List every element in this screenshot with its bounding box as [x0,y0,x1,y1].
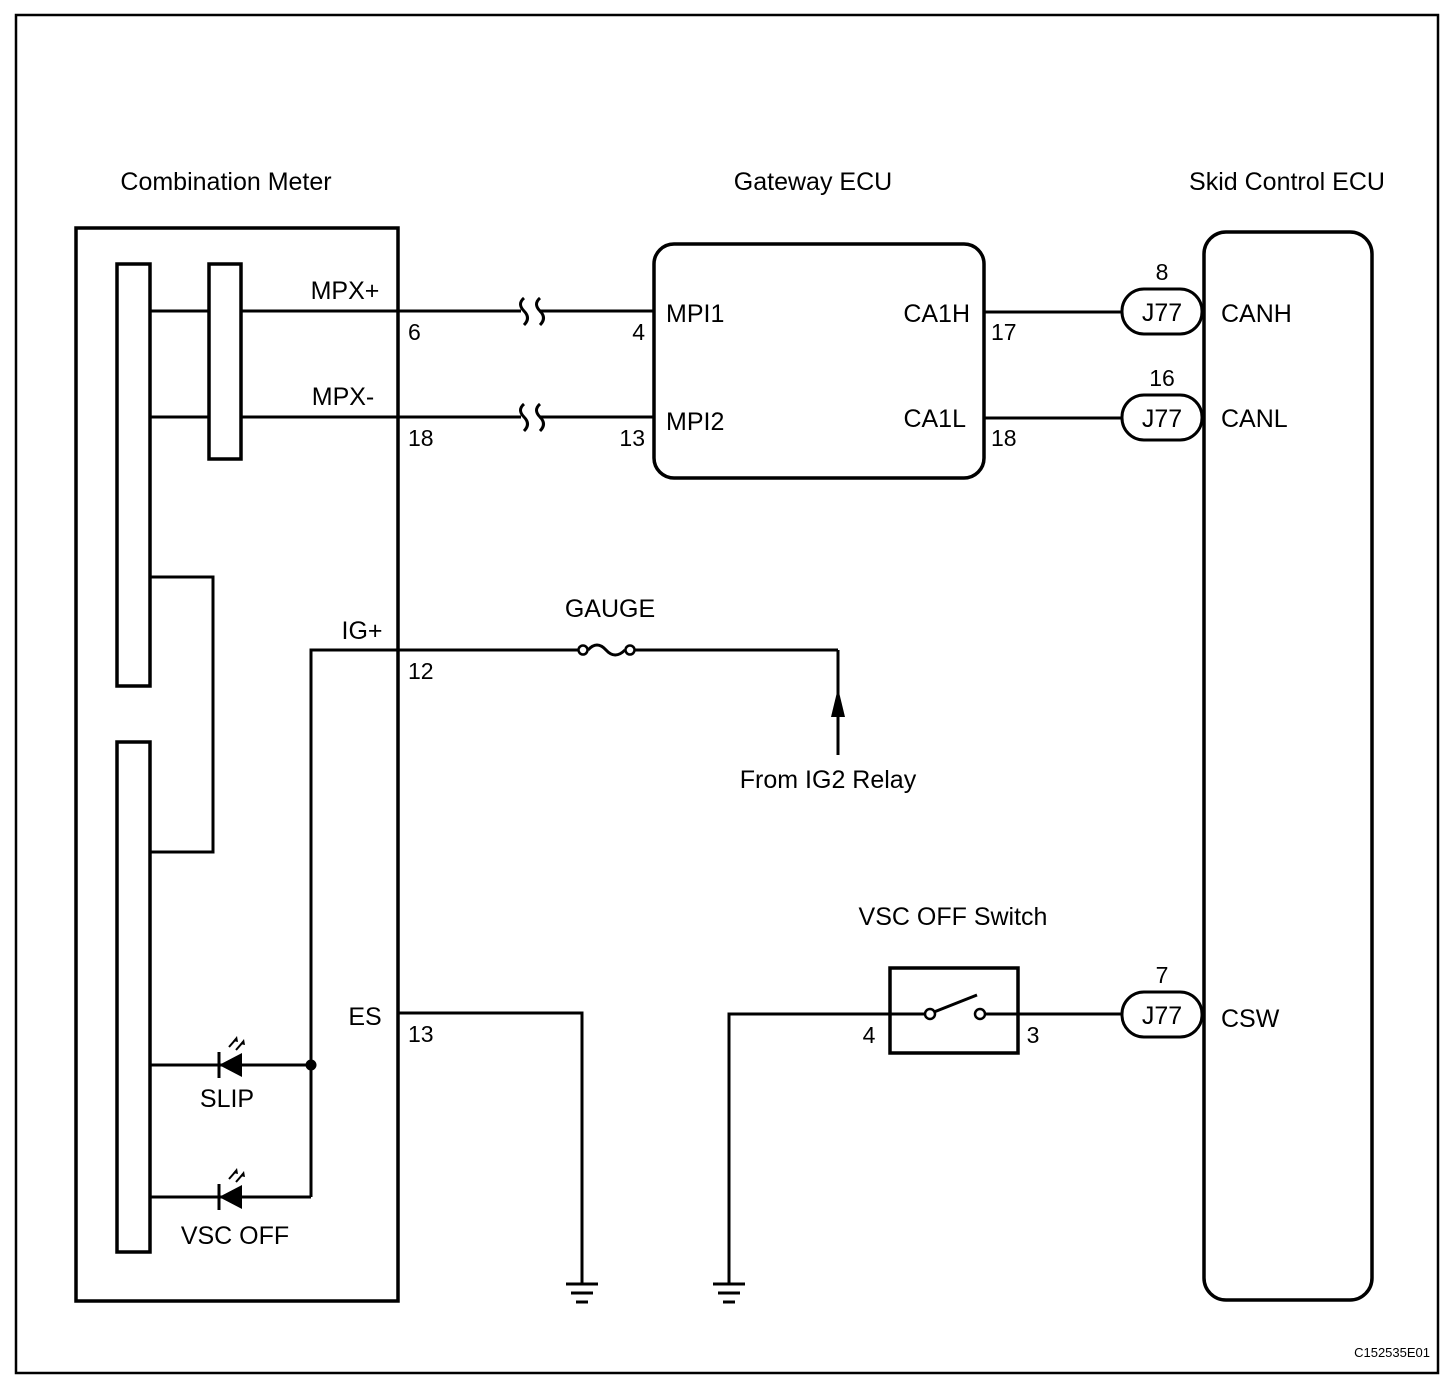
diagram-frame [14,13,1440,1375]
ca1h-terminal: CA1H [903,300,970,328]
canl-pin: 16 [1149,365,1175,391]
csw-terminal: CSW [1221,1005,1280,1033]
mpi1-pin: 4 [632,319,645,345]
mpx-plus-pin: 6 [408,319,421,345]
skid-control-ecu-body [1202,230,1374,1302]
fuse-terminal-right [624,644,636,656]
skid-control-ecu-title: Skid Control ECU [1189,168,1385,196]
ig-plus-pin: 12 [408,658,434,684]
gateway-ecu-body [652,242,986,480]
mpx-minus-pin: 18 [408,425,434,451]
es-pin: 13 [408,1021,434,1047]
combination-meter-title: Combination Meter [120,168,331,196]
ig2-relay-arrow-icon [831,688,845,717]
slip-indicator-label: SLIP [200,1085,254,1113]
connector-j77-canl-label: J77 [1142,405,1182,433]
switch-pin-left: 4 [863,1022,876,1048]
vsc-off-indicator-label: VSC OFF [181,1222,289,1250]
mpx-interface-block [207,262,243,461]
slip-led-icon [217,1036,245,1078]
mpi2-terminal: MPI2 [666,408,724,436]
relay-source-label: From IG2 Relay [740,766,917,794]
switch-ground-wire [727,1012,890,1283]
es-terminal: ES [348,1003,381,1031]
ca1h-pin: 17 [991,319,1017,345]
vsc-off-switch-title: VSC OFF Switch [859,903,1048,931]
connector-j77-canh [1120,287,1204,336]
meter-module-upper [115,262,152,688]
mpi1-terminal: MPI1 [666,300,724,328]
ig-plus-internal-wire [309,648,398,1197]
ca1l-pin: 18 [991,425,1017,451]
slip-junction [305,1059,317,1071]
canl-terminal: CANL [1221,405,1288,433]
vsc-off-led-icon [217,1168,245,1210]
csw-pin: 7 [1156,962,1169,988]
canh-terminal: CANH [1221,300,1292,328]
mpx-minus-break-icon [519,402,545,433]
canh-pin: 8 [1156,259,1169,285]
mpx-plus-break-icon [519,296,545,327]
gateway-ecu-title: Gateway ECU [734,168,892,196]
connector-j77-canh-label: J77 [1142,299,1182,327]
fuse-icon [586,643,627,657]
connector-j77-canl [1120,393,1204,442]
connector-j77-csw-label: J77 [1142,1002,1182,1030]
mpx-plus-terminal: MPX+ [311,277,380,305]
figure-code: C152535E01 [1354,1345,1430,1360]
fuse-terminal-left [577,644,589,656]
meter-module-lower [115,740,152,1254]
mpi2-pin: 13 [619,425,645,451]
switch-ground-icon [713,1282,745,1304]
es-ground-wire [398,1011,584,1283]
ground-icon [566,1282,598,1304]
module-link-wire [150,575,215,854]
ig-plus-terminal: IG+ [342,617,383,645]
switch-contact-right [973,1007,987,1021]
switch-pin-right: 3 [1027,1022,1040,1048]
ca1l-terminal: CA1L [903,405,966,433]
vsc-off-switch-body [888,966,1020,1055]
switch-lever-icon [933,993,978,1014]
fuse-label: GAUGE [565,595,655,623]
switch-contact-left [923,1007,937,1021]
mpx-minus-terminal: MPX- [312,383,375,411]
